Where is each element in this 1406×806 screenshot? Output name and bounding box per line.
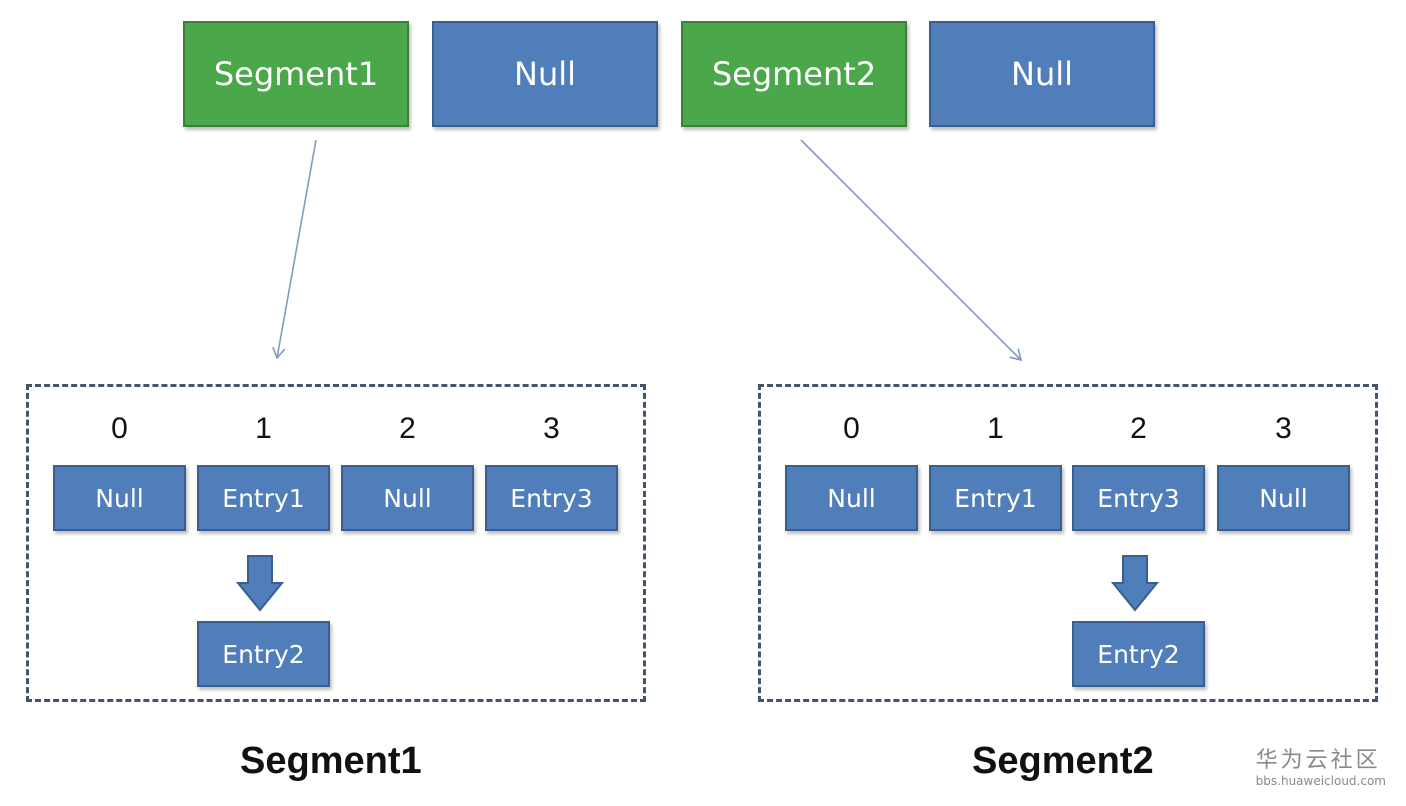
segment1-chain-entry: Entry2: [197, 621, 330, 687]
watermark: 华为云社区 bbs.huaweicloud.com: [1256, 742, 1386, 788]
top-segment1-box: Segment1: [183, 21, 409, 127]
connector-segment1: [272, 139, 317, 360]
top-null-box-1: Null: [432, 21, 658, 127]
segment1-cell-1: Entry1: [197, 465, 330, 531]
segment2-index-0: 0: [843, 412, 860, 445]
segment2-cell-0: Null: [785, 465, 918, 531]
segment1-cell-0: Null: [53, 465, 186, 531]
segment1-index-0: 0: [111, 412, 128, 445]
segment2-cell-2: Entry3: [1072, 465, 1205, 531]
segment1-cell-2: Null: [341, 465, 474, 531]
segment1-index-1: 1: [255, 412, 272, 445]
segment2-container: [758, 384, 1378, 702]
segment1-cell-3: Entry3: [485, 465, 618, 531]
down-arrow-icon: [235, 555, 285, 612]
segment1-caption: Segment1: [240, 740, 422, 782]
segment1-container: [26, 384, 646, 702]
connector-segment2: [800, 139, 1023, 362]
segment2-index-2: 2: [1130, 412, 1147, 445]
segment2-cell-1: Entry1: [929, 465, 1062, 531]
segment2-index-3: 3: [1275, 412, 1292, 445]
watermark-url: bbs.huaweicloud.com: [1255, 774, 1386, 788]
segment1-index-3: 3: [543, 412, 560, 445]
segment2-chain-entry: Entry2: [1072, 621, 1205, 687]
top-null-box-2: Null: [929, 21, 1155, 127]
segment2-index-1: 1: [987, 412, 1004, 445]
segment1-index-2: 2: [399, 412, 416, 445]
down-arrow-icon: [1110, 555, 1160, 612]
watermark-name: 华为云社区: [1255, 748, 1381, 773]
segment2-caption: Segment2: [972, 740, 1154, 782]
segment2-cell-3: Null: [1217, 465, 1350, 531]
top-segment2-box: Segment2: [681, 21, 907, 127]
